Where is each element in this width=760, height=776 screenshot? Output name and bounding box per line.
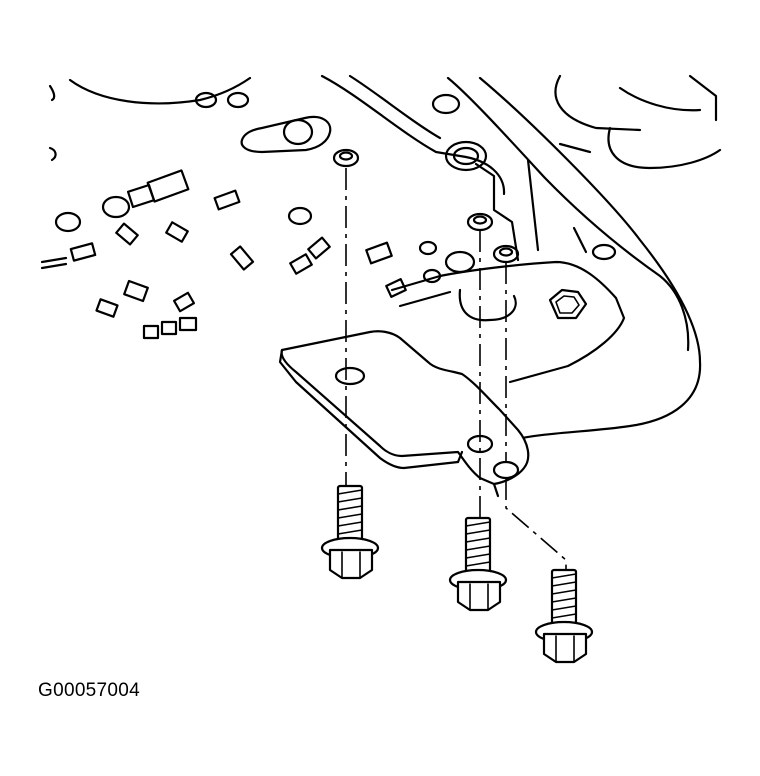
- mounting-hole-1: [332, 148, 360, 168]
- transmission-case: [320, 74, 722, 442]
- bolt-3: [534, 568, 594, 664]
- bolt-2: [448, 516, 508, 612]
- bolt-1: [320, 484, 380, 580]
- alignment-lines: [345, 168, 567, 572]
- figure-id-label: G00057004: [38, 680, 141, 701]
- case-hex-bolt-head: [548, 288, 588, 320]
- bracket: [278, 330, 530, 498]
- valve-body: [40, 76, 438, 340]
